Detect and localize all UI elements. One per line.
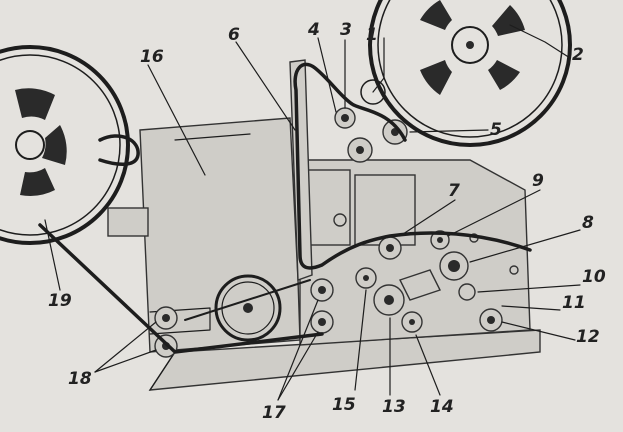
label-17: 17 xyxy=(262,403,286,423)
label-5: 5 xyxy=(490,120,502,140)
label-9: 9 xyxy=(532,171,544,191)
pressure-plate xyxy=(399,269,441,301)
roller-10 xyxy=(458,283,476,301)
label-6: 6 xyxy=(228,25,240,45)
takeup-reel xyxy=(0,45,130,245)
label-16: 16 xyxy=(140,47,164,67)
label-10: 10 xyxy=(582,267,606,287)
part-labels: 1 2 3 4 5 6 7 8 9 10 11 12 13 14 15 16 1… xyxy=(48,20,606,423)
base-plate xyxy=(148,329,541,391)
label-8: 8 xyxy=(582,213,594,233)
label-13: 13 xyxy=(382,397,406,417)
rollers xyxy=(154,79,503,358)
label-2: 2 xyxy=(572,45,584,65)
label-3: 3 xyxy=(340,20,352,40)
supply-reel xyxy=(368,0,572,147)
reel-arm xyxy=(98,134,140,166)
label-7: 7 xyxy=(448,181,460,201)
label-18: 18 xyxy=(68,369,92,389)
label-14: 14 xyxy=(430,397,454,417)
label-19: 19 xyxy=(48,291,72,311)
label-15: 15 xyxy=(332,395,356,415)
label-1: 1 xyxy=(366,25,378,45)
film-path xyxy=(38,62,532,354)
loop-former-1 xyxy=(360,79,386,105)
label-4: 4 xyxy=(307,20,320,40)
leader-lines xyxy=(44,24,581,401)
label-12: 12 xyxy=(576,327,600,347)
label-11: 11 xyxy=(562,293,586,313)
